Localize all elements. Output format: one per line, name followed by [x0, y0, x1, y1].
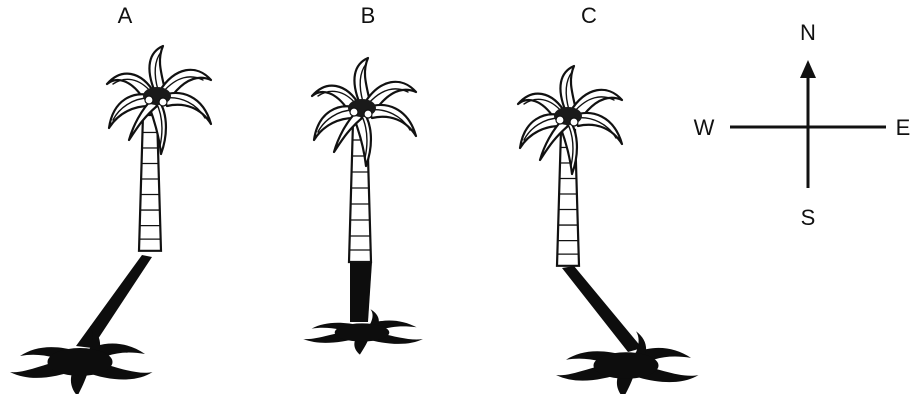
compass-east-label: E [896, 115, 911, 140]
tree-label-a: A [118, 3, 133, 28]
palm-b-crown [312, 58, 416, 166]
palm-a-shadow [10, 255, 153, 394]
palm-tree-b: B [303, 3, 423, 355]
palm-c-shadow [556, 266, 699, 394]
tree-label-c: C [581, 3, 597, 28]
compass-north-label: N [800, 20, 816, 45]
compass-south-label: S [801, 205, 816, 230]
north-arrow-icon [800, 60, 816, 78]
palm-b-shadow [303, 262, 423, 355]
palm-tree-c: C [518, 3, 699, 394]
palm-a-crown [107, 46, 211, 154]
compass-west-label: W [694, 115, 715, 140]
palm-tree-a: A [10, 3, 211, 394]
palm-c-crown [518, 66, 622, 174]
compass-rose: N S W E [694, 20, 911, 230]
tree-label-b: B [361, 3, 376, 28]
